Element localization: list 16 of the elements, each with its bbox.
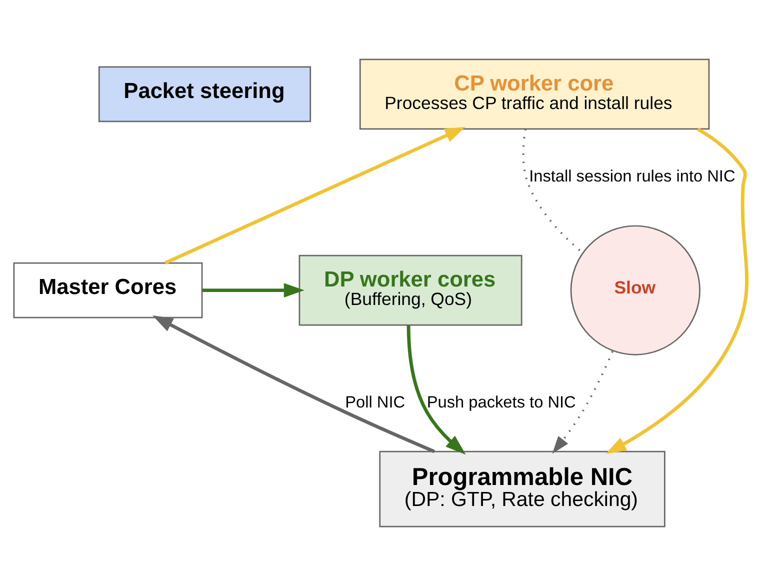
arrow xyxy=(552,350,614,454)
node-box: DP worker cores (Buffering, QoS) xyxy=(298,254,522,326)
arrow xyxy=(164,126,466,264)
arrow xyxy=(606,127,748,454)
node-box: CP worker core Processes CP traffic and install rules xyxy=(359,58,710,130)
edge-label: Push packets to NIC xyxy=(426,392,576,411)
node-box: Packet steering xyxy=(98,66,312,122)
arrow xyxy=(152,314,436,453)
edge-label: Poll NIC xyxy=(345,392,406,411)
edge-label: Install session rules into NIC xyxy=(529,167,736,186)
arrow xyxy=(406,324,466,454)
node-box: Programmable NIC (DP: GTP, Rate checking) xyxy=(379,450,666,527)
arrow xyxy=(202,282,304,297)
connector xyxy=(522,128,584,253)
node-circle: Slow xyxy=(570,224,700,355)
node-box: Master Cores xyxy=(13,262,203,318)
